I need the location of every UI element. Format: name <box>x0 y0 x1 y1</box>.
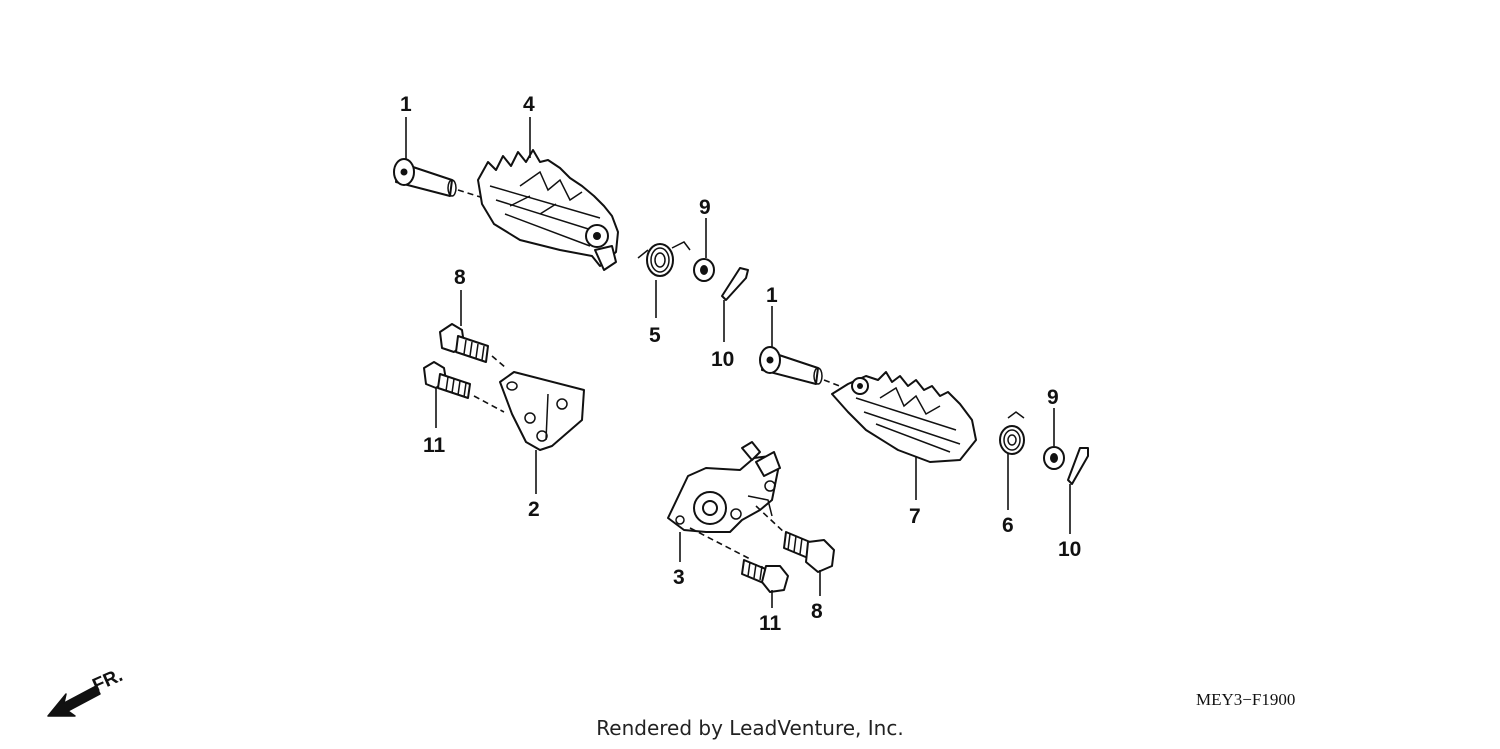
callout-5: 5 <box>649 324 661 347</box>
callout-7: 7 <box>909 505 921 528</box>
bracket-right <box>667 441 781 533</box>
footpeg-left <box>477 149 619 271</box>
cotter-pin-upper <box>721 267 749 301</box>
callouts: 1 4 9 8 5 10 1 11 2 9 7 6 10 3 11 8 <box>400 93 1081 635</box>
bolt-lower-left <box>423 361 471 399</box>
bolt-lower-right <box>741 559 789 593</box>
bolt-right <box>783 531 835 573</box>
bolt-upper-left <box>439 323 489 363</box>
callout-2: 2 <box>528 498 540 521</box>
front-arrow-icon <box>47 685 101 717</box>
front-label: FR. <box>89 665 126 697</box>
callout-6: 6 <box>1002 514 1014 537</box>
callout-11-right: 11 <box>759 612 782 635</box>
spring-left <box>637 241 691 277</box>
washer-upper <box>693 258 715 282</box>
callout-1-upper: 1 <box>400 93 412 116</box>
callout-3: 3 <box>673 566 685 589</box>
callout-9-upper: 9 <box>699 196 711 219</box>
front-direction-indicator: FR. <box>47 665 126 717</box>
callout-9-lower: 9 <box>1047 386 1059 409</box>
callout-4: 4 <box>523 93 535 116</box>
callout-8-left: 8 <box>454 266 466 289</box>
washer-lower <box>1043 446 1065 470</box>
callout-11-left: 11 <box>423 434 446 457</box>
spring-right <box>999 411 1025 455</box>
bracket-left <box>499 371 585 451</box>
leader-lines <box>405 117 1071 608</box>
callout-8-right: 8 <box>811 600 823 623</box>
credit-text: Rendered by LeadVenture, Inc. <box>596 716 904 740</box>
pin-lower <box>759 346 823 385</box>
cotter-pin-lower <box>1067 447 1089 485</box>
pin-upper <box>393 158 457 197</box>
callout-10-lower: 10 <box>1058 538 1081 561</box>
diagram-code: MEY3−F1900 <box>1196 690 1296 709</box>
footpeg-right <box>831 371 977 463</box>
callout-1-lower: 1 <box>766 284 778 307</box>
callout-10-upper: 10 <box>711 348 734 371</box>
